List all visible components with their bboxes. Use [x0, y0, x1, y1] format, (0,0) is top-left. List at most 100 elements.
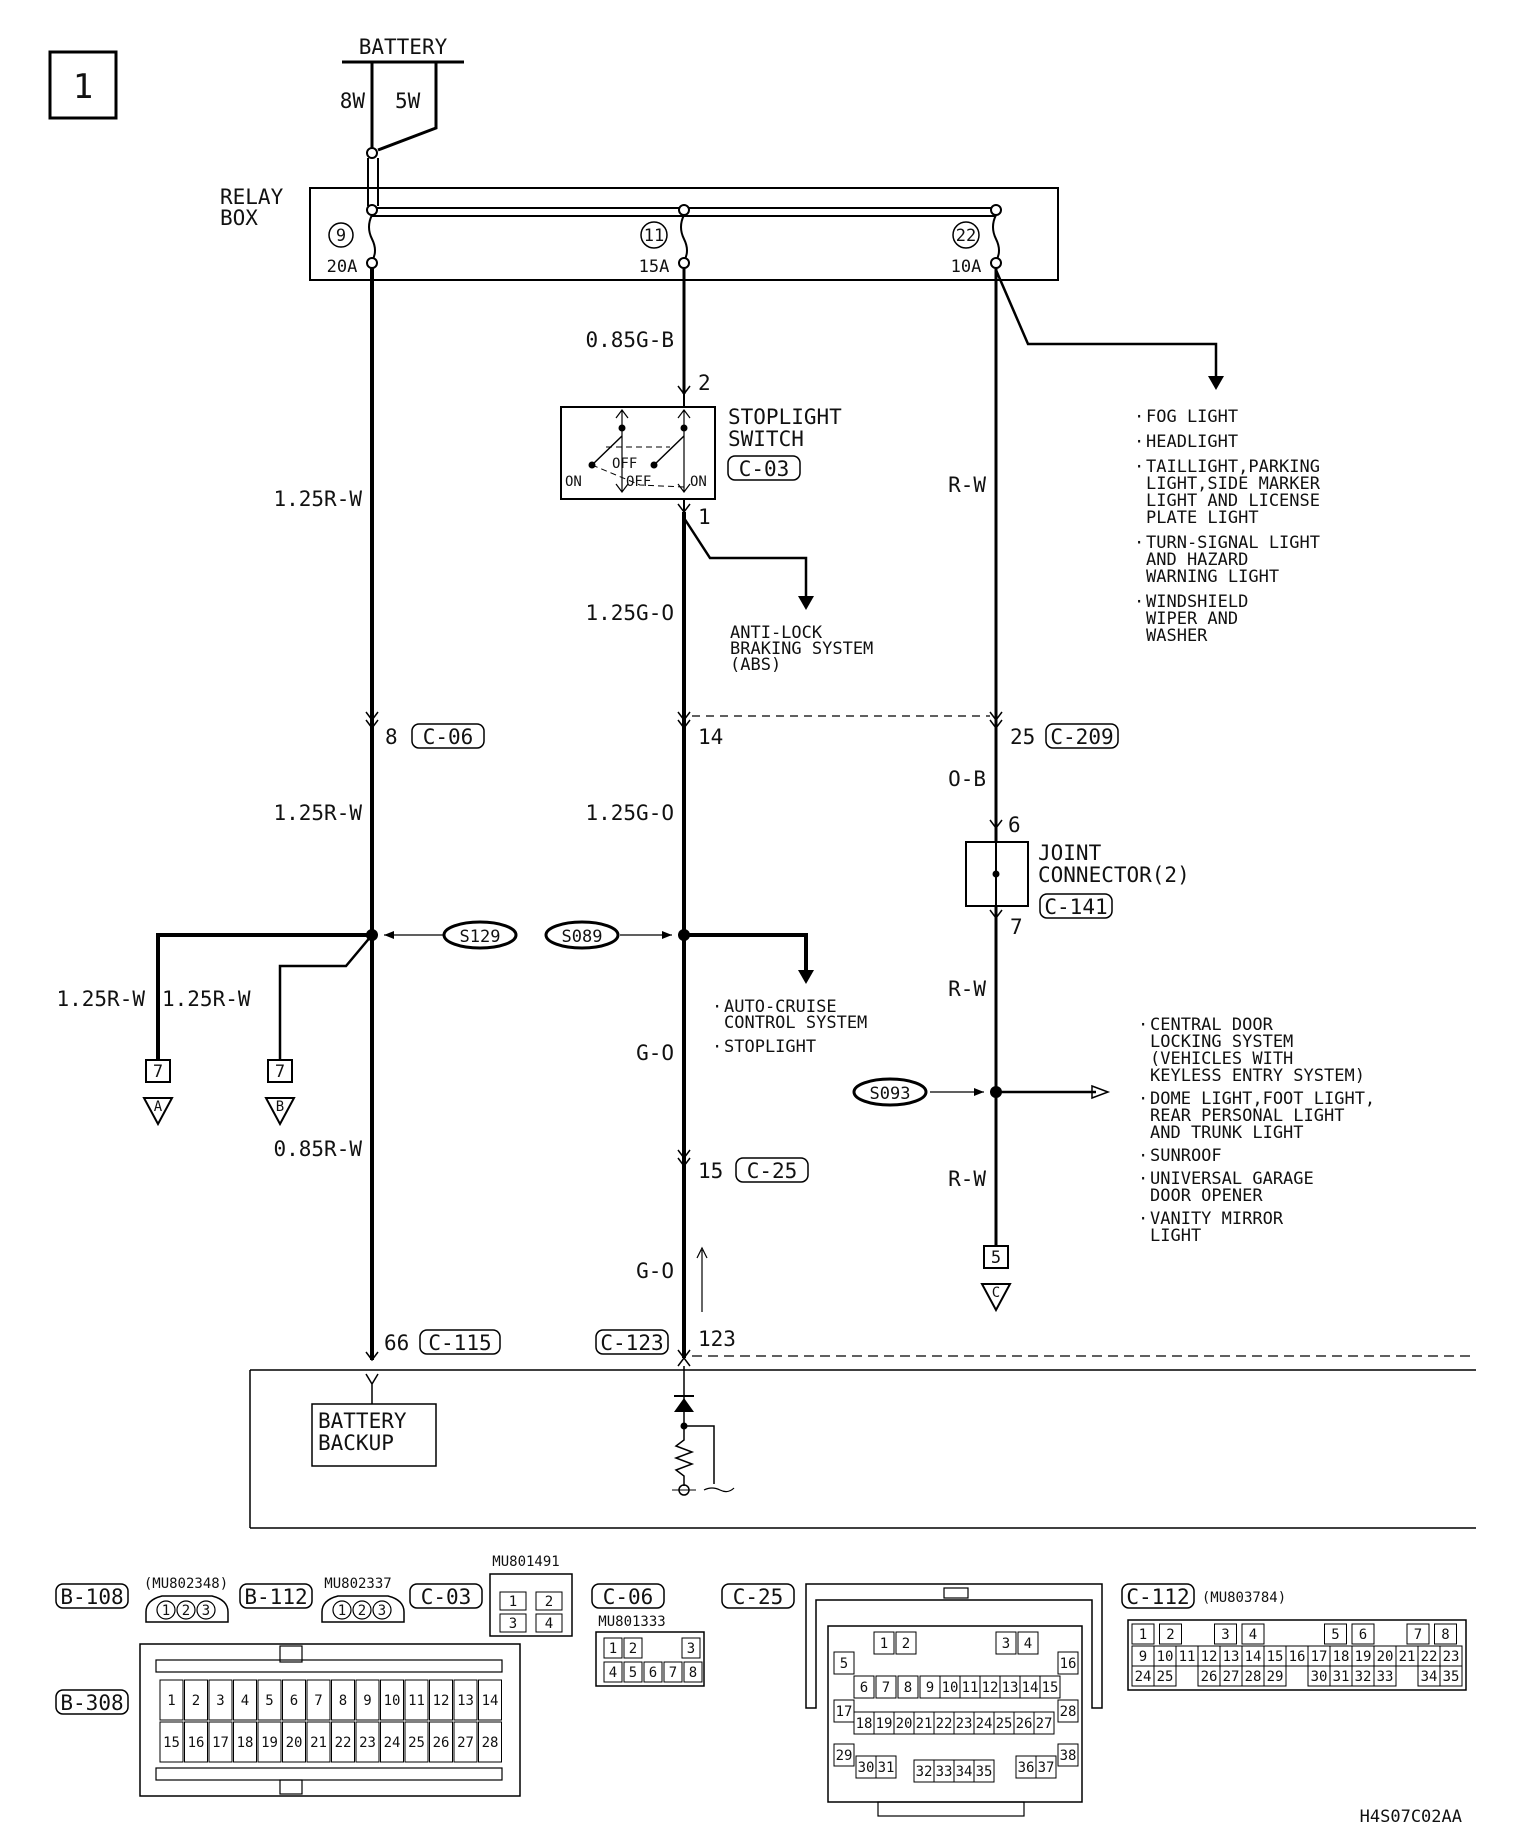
fuse-11: 11 15A	[639, 204, 690, 277]
b308-pin-19-label: 19	[261, 1735, 278, 1751]
fuse-9-number: 9	[336, 226, 346, 246]
b108-pin-label-1: 1	[162, 1603, 170, 1619]
c25-pin-29	[833, 1743, 855, 1767]
b308-pin-11	[404, 1679, 429, 1721]
c25-pin-19-label: 19	[876, 1716, 893, 1732]
conn-c123-pin: 123	[698, 1327, 736, 1351]
c25-pin-13-label: 13	[1002, 1680, 1019, 1696]
wire-mid-top: 0.85G-B	[585, 328, 674, 352]
terminal-b-pin: 7	[275, 1062, 285, 1082]
conn-c115-pin: 66	[384, 1331, 409, 1355]
conn-c06-name: C-06	[423, 725, 474, 749]
b108-name: B-108	[60, 1585, 123, 1609]
conn-c115-name: C-115	[428, 1331, 491, 1355]
central-note-item-0-line-3: KEYLESS ENTRY SYSTEM)	[1150, 1066, 1365, 1086]
c06-pin-7	[663, 1661, 683, 1683]
c112-pin-11-label: 11	[1179, 1649, 1196, 1665]
c25-pin-31-label: 31	[878, 1760, 895, 1776]
c06-pin-1	[603, 1637, 623, 1659]
conn-c06-pin: 8	[385, 725, 398, 749]
c06-part: MU801333	[598, 1614, 665, 1630]
right-note-item-3-line-0: TURN-SIGNAL LIGHT	[1146, 533, 1320, 553]
b308-pin-25-label: 25	[408, 1735, 425, 1751]
c25-pin-7	[875, 1675, 897, 1699]
conn-c209-pin: 25	[1010, 725, 1035, 749]
b308-pin-6	[282, 1679, 306, 1721]
c25-pin-37	[1035, 1755, 1057, 1779]
switch-off-2: OFF	[626, 474, 651, 490]
c25-pin-16-label: 16	[1060, 1656, 1077, 1672]
b308-pin-13	[453, 1679, 478, 1721]
b308-pin-16	[184, 1721, 208, 1763]
terminal-a-pin: 7	[153, 1062, 163, 1082]
c25-pin-25-label: 25	[996, 1716, 1013, 1732]
c112-pin-17-label: 17	[1311, 1649, 1328, 1665]
c112-pin-19-label: 19	[1355, 1649, 1372, 1665]
wire-mid-1: 1.25G-O	[585, 601, 674, 625]
b108-pin-label-2: 2	[182, 1603, 190, 1619]
c112-pin-33	[1373, 1665, 1397, 1687]
c25-pin-11-label: 11	[962, 1680, 979, 1696]
b308-pin-26-label: 26	[433, 1735, 450, 1751]
c25-pin-12-label: 12	[982, 1680, 999, 1696]
b108-pin-2	[176, 1600, 196, 1620]
abs-note-2: BRAKING SYSTEM	[730, 639, 873, 659]
right-note-item-2-line-3: PLATE LIGHT	[1146, 508, 1259, 528]
central-note-item-1-line-1: REAR PERSONAL LIGHT	[1150, 1106, 1344, 1126]
b308-pin-12	[429, 1679, 453, 1721]
c25-pin-9-label: 9	[926, 1680, 934, 1696]
b308-pin-24-label: 24	[384, 1735, 401, 1751]
c03-name: C-03	[421, 1585, 472, 1609]
c112-pin-7-label: 7	[1414, 1627, 1422, 1643]
c06-pin-8	[683, 1661, 703, 1683]
conn-c123-name: C-123	[600, 1331, 663, 1355]
c25-pin-15-label: 15	[1042, 1680, 1059, 1696]
c06-name: C-06	[603, 1585, 654, 1609]
c25-pin-27	[1033, 1711, 1055, 1735]
switch-off-1: OFF	[612, 456, 637, 472]
c112-pin-14-label: 14	[1245, 1649, 1262, 1665]
c25-pin-6-label: 6	[860, 1680, 868, 1696]
splice-s089: S089	[562, 927, 603, 947]
central-note-item-0-line-0: CENTRAL DOOR	[1150, 1015, 1274, 1035]
c25-pin-31	[875, 1755, 897, 1779]
c25-pin-3	[995, 1631, 1017, 1655]
b108-pin-label-3: 3	[202, 1603, 210, 1619]
fuse-5w-label: 5W	[395, 89, 421, 113]
c112-pin-9-label: 9	[1139, 1649, 1147, 1665]
b308-pin-25	[404, 1721, 429, 1763]
c03-pin-4-label: 4	[545, 1616, 553, 1632]
page-number-box	[48, 50, 118, 120]
b308-pin-18	[233, 1721, 257, 1763]
b308-pin-15-label: 15	[163, 1735, 180, 1751]
joint-pin-in: 6	[1008, 813, 1021, 837]
switch-on-left: ON	[565, 474, 582, 490]
stoplight-switch-box	[560, 406, 716, 500]
switch-on-right: ON	[690, 474, 707, 490]
c112-pin-15-label: 15	[1267, 1649, 1284, 1665]
right-note-bullet-2: ·	[1134, 457, 1144, 477]
b112-name: B-112	[244, 1585, 307, 1609]
terminal-c-letter: C	[992, 1285, 1000, 1301]
c112-pin-25-label: 25	[1157, 1669, 1174, 1685]
c112-pin-29-label: 29	[1267, 1669, 1284, 1685]
c06-pin-5	[623, 1661, 643, 1683]
right-note-item-4-line-1: WIPER AND	[1146, 609, 1238, 629]
c112-pin-35-label: 35	[1443, 1669, 1460, 1685]
b112-pin-label-1: 1	[338, 1603, 346, 1619]
b308-pin-19	[257, 1721, 282, 1763]
c112-pin-4-label: 4	[1249, 1627, 1257, 1643]
b308-pin-8-label: 8	[339, 1693, 347, 1709]
c06-pin-2	[623, 1637, 643, 1659]
c25-pin-16	[1057, 1651, 1079, 1675]
c112-pin-5	[1324, 1623, 1347, 1645]
central-note-item-0-line-1: LOCKING SYSTEM	[1150, 1032, 1293, 1052]
c25-pin-28-label: 28	[1060, 1704, 1077, 1720]
fuse-22-number: 22	[956, 226, 976, 246]
b308-pin-13-label: 13	[457, 1693, 474, 1709]
c112-pin-27-label: 27	[1223, 1669, 1240, 1685]
c25-pin-6	[853, 1675, 875, 1699]
